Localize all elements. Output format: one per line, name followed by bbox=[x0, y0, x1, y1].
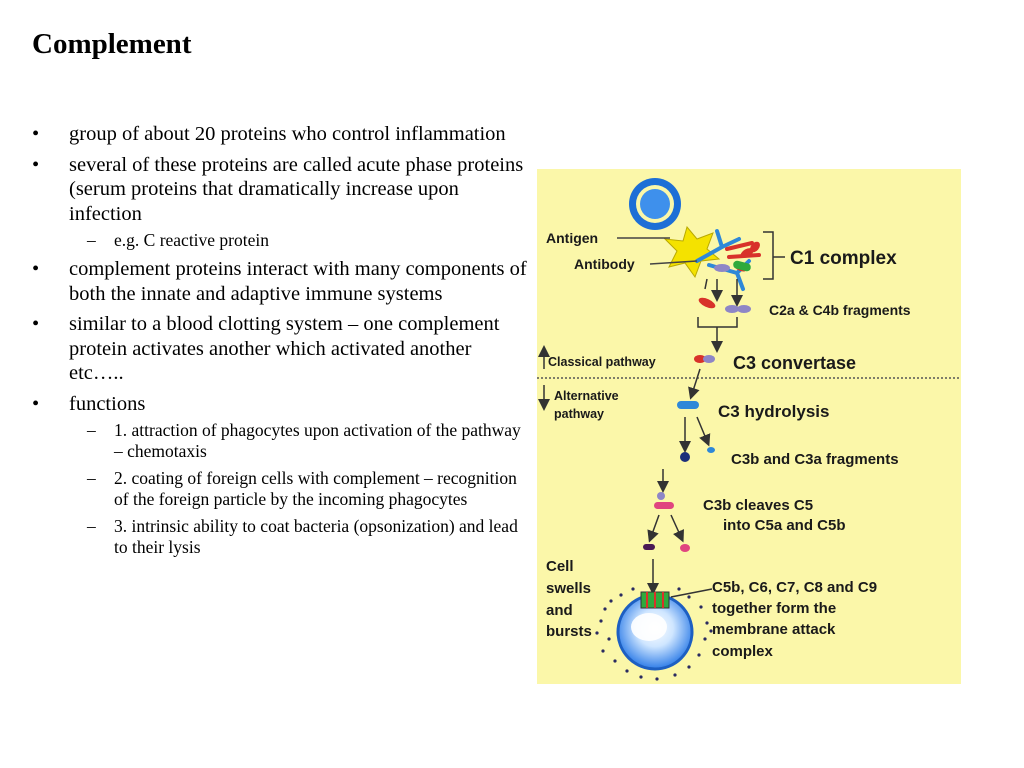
antigen-label: Antigen bbox=[546, 230, 598, 246]
c3-protein-icon bbox=[677, 401, 699, 409]
c5b-fragment-icon bbox=[643, 544, 655, 550]
c1-complex-label: C1 complex bbox=[790, 248, 897, 269]
cell-label-3: and bbox=[546, 602, 573, 619]
c3b-c3a-label: C3b and C3a fragments bbox=[731, 451, 899, 468]
bullet-item: • several of these proteins are called a… bbox=[30, 153, 530, 252]
c3-convertase-icon bbox=[694, 355, 715, 363]
antibody-c1-complex-icon bbox=[695, 229, 761, 291]
c3b-cleaves-label-1: C3b cleaves C5 bbox=[703, 497, 813, 514]
bullet-item: • group of about 20 proteins who control… bbox=[30, 122, 530, 147]
alternative-pathway-label-2: pathway bbox=[554, 407, 604, 421]
cascade-diagram: Antigen Antibody C1 complex C2a & C4b fr… bbox=[537, 178, 961, 681]
sub-bullet-item: – e.g. C reactive protein bbox=[69, 230, 530, 251]
pathogen-cell-icon bbox=[629, 178, 681, 230]
c3a-fragment-icon bbox=[707, 447, 715, 453]
membrane-attack-complex-icon bbox=[640, 591, 670, 609]
slide-title: Complement bbox=[32, 28, 192, 60]
bullet-list: • group of about 20 proteins who control… bbox=[30, 122, 530, 564]
sub-bullet-mark: – bbox=[87, 516, 96, 536]
antibody-label: Antibody bbox=[574, 256, 635, 272]
c3-convertase-label: C3 convertase bbox=[733, 353, 856, 373]
sub-bullet-text: e.g. C reactive protein bbox=[114, 230, 270, 250]
complement-cascade-figure: Antigen Antibody C1 complex C2a & C4b fr… bbox=[537, 169, 961, 684]
c2a-c4b-label: C2a & C4b fragments bbox=[769, 302, 911, 318]
sub-bullet-text: 1. attraction of phagocytes upon activat… bbox=[114, 420, 521, 461]
mac-label-1: C5b, C6, C7, C8 and C9 bbox=[712, 579, 877, 596]
sub-bullet-mark: – bbox=[87, 468, 96, 488]
cell-label-1: Cell bbox=[546, 558, 574, 575]
cell-label-4: bursts bbox=[546, 623, 592, 640]
bullet-text: similar to a blood clotting system – one… bbox=[69, 313, 500, 384]
sub-bullet-mark: – bbox=[87, 230, 96, 250]
bullet-mark: • bbox=[32, 258, 40, 280]
bursting-cell-icon bbox=[616, 593, 694, 671]
bullet-text: functions bbox=[69, 392, 146, 415]
bullet-item: • similar to a blood clotting system – o… bbox=[30, 312, 530, 386]
bullet-text: complement proteins interact with many c… bbox=[69, 258, 527, 305]
sub-bullet-item: – 3. intrinsic ability to coat bacteria … bbox=[69, 516, 530, 558]
sub-bullet-item: – 1. attraction of phagocytes upon activ… bbox=[69, 420, 530, 462]
sub-bullet-list: – e.g. C reactive protein bbox=[69, 230, 530, 251]
cell-content-dots bbox=[595, 587, 713, 681]
alternative-pathway-label-1: Alternative bbox=[554, 389, 619, 403]
bullet-text: several of these proteins are called acu… bbox=[69, 153, 524, 225]
antigen-icon bbox=[663, 225, 721, 279]
classical-pathway-label: Classical pathway bbox=[548, 355, 656, 369]
bullet-mark: • bbox=[32, 153, 40, 176]
sub-bullet-item: – 2. coating of foreign cells with compl… bbox=[69, 468, 530, 510]
bullet-text: group of about 20 proteins who control i… bbox=[69, 123, 506, 145]
bullet-mark: • bbox=[32, 392, 40, 415]
sub-bullet-mark: – bbox=[87, 420, 96, 440]
sub-bullet-list: – 1. attraction of phagocytes upon activ… bbox=[69, 420, 530, 558]
c3b-cleaves-label-2: into C5a and C5b bbox=[723, 517, 846, 534]
c5-protein-icon bbox=[654, 492, 674, 509]
cell-label-2: swells bbox=[546, 580, 591, 597]
bullet-mark: • bbox=[32, 313, 40, 335]
c5a-fragment-icon bbox=[680, 544, 690, 552]
mac-label-2: together form the bbox=[712, 600, 836, 617]
c3-hydrolysis-label: C3 hydrolysis bbox=[718, 402, 830, 421]
sub-bullet-text: 2. coating of foreign cells with complem… bbox=[114, 468, 517, 509]
c3b-fragment-icon bbox=[680, 452, 690, 462]
sub-bullet-text: 3. intrinsic ability to coat bacteria (o… bbox=[114, 516, 518, 557]
c2a-c4b-fragments-icon bbox=[698, 297, 751, 313]
bullet-item: • functions – 1. attraction of phagocyte… bbox=[30, 392, 530, 559]
bullet-mark: • bbox=[32, 123, 40, 145]
bullet-item: • complement proteins interact with many… bbox=[30, 257, 530, 306]
mac-label-3: membrane attack bbox=[712, 621, 836, 638]
mac-label-4: complex bbox=[712, 643, 774, 660]
